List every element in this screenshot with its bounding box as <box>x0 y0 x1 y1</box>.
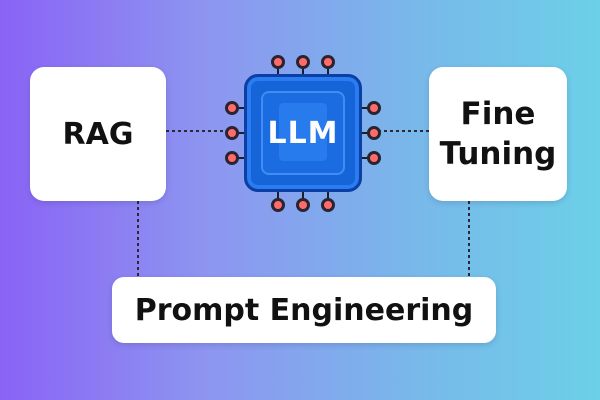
fine-tuning-label-line-1: Fine <box>460 95 536 132</box>
fine-tuning-label-line-2: Tuning <box>439 136 557 172</box>
chip-pin-dot <box>225 101 239 115</box>
chip-watermark <box>279 103 327 161</box>
chip-pin-dot <box>367 126 381 140</box>
chip-pin-dot <box>367 101 381 115</box>
chip-pin-dot <box>296 55 310 69</box>
fine-tuning-node: Fine Tuning <box>429 67 567 201</box>
rag-node: RAG <box>30 67 166 201</box>
chip-pin-dot <box>225 126 239 140</box>
chip-pin-dot <box>225 151 239 165</box>
prompt-engineering-label: Prompt Engineering <box>134 292 474 328</box>
cpu-chip-icon: LLM <box>244 74 362 192</box>
rag-label: RAG <box>62 116 134 152</box>
prompt-engineering-node: Prompt Engineering <box>112 277 496 343</box>
chip-pin-dot <box>271 198 285 212</box>
chip-pin-dot <box>296 198 310 212</box>
chip-pin-dot <box>367 151 381 165</box>
chip-pin-dot <box>321 55 335 69</box>
chip-pin-dot <box>271 55 285 69</box>
llm-label: LLM <box>267 115 339 151</box>
chip-pin-dot <box>321 198 335 212</box>
